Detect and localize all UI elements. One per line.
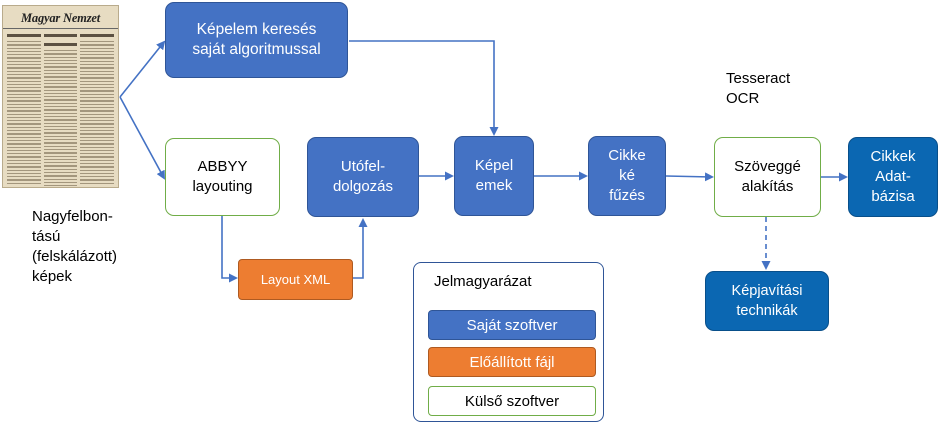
node-cikkek-adatbazisa: Cikkek Adat- bázisa — [848, 137, 938, 217]
arrow-cikkek-to-szovegge — [665, 172, 714, 182]
arrow-layoutxml-to-utofel — [353, 218, 368, 279]
newspaper-image: Magyar Nemzet — [2, 5, 119, 188]
node-kepjavitasi-technikak: Képjavítási technikák — [705, 271, 829, 331]
legend-item-own-software: Saját szoftver — [428, 310, 596, 340]
node-kepelemek: Képel emek — [454, 136, 534, 216]
legend: Jelmagyarázat Saját szoftver Előállított… — [413, 262, 604, 422]
arrow-kereses-to-kepelemek — [349, 40, 499, 136]
arrow-to-kepelem-kereses — [119, 40, 166, 98]
legend-item-generated-file: Előállított fájl — [428, 347, 596, 377]
node-abbyy-layouting: ABBYY layouting — [165, 138, 280, 216]
newspaper-masthead: Magyar Nemzet — [3, 11, 118, 29]
legend-title: Jelmagyarázat — [434, 273, 532, 290]
node-layout-xml: Layout XML — [238, 259, 353, 300]
arrow-abbyy-to-layoutxml — [221, 216, 238, 283]
node-utofeldolgozas: Utófel- dolgozás — [307, 137, 419, 217]
image-caption: Nagyfelbon- tású (felskálázott) képek — [32, 208, 118, 285]
node-szovegge-alakitas: Szöveggé alakítás — [714, 137, 821, 217]
node-cikkek-fuzes: Cikke ké fűzés — [588, 136, 666, 216]
tesseract-ocr-label: Tesseract OCR — [726, 70, 791, 107]
arrow-to-abbyy — [119, 96, 165, 180]
newspaper-columns — [3, 29, 118, 187]
legend-item-external-software: Külső szoftver — [428, 386, 596, 416]
node-kepelem-kereses: Képelem keresés saját algoritmussal — [165, 2, 348, 78]
